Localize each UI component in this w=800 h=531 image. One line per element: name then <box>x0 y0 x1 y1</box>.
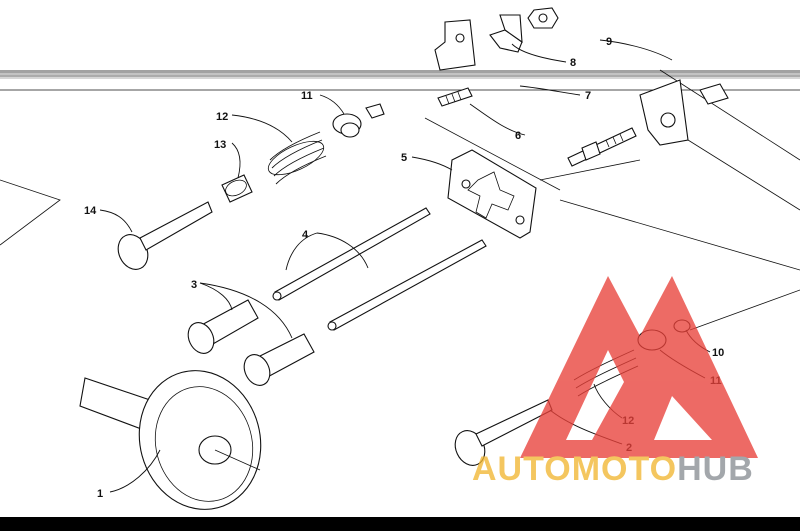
part-1-camshaft <box>79 370 262 510</box>
part-8-adjuster <box>489 14 523 53</box>
part-2-valve <box>454 399 553 466</box>
callout-10: 10 <box>712 347 724 359</box>
rocker-bracket <box>434 19 729 146</box>
callout-1: 1 <box>97 488 103 500</box>
part-11-retainer-upper <box>332 103 385 138</box>
part-7-stud <box>437 87 473 107</box>
callout-6: 6 <box>515 130 521 142</box>
part-9-nut <box>527 7 559 29</box>
scan-noise-band <box>0 70 800 79</box>
callout-11-upper: 11 <box>301 90 313 102</box>
callout-7: 7 <box>585 90 591 102</box>
part-13-seal <box>221 174 253 203</box>
callout-12-upper: 12 <box>216 111 228 123</box>
part-4-pushrods <box>272 207 487 331</box>
svg-text:AUTOMOTOHUB: AUTOMOTOHUB <box>472 450 754 488</box>
watermark-text-hub: HUB <box>677 450 754 488</box>
part-5-plate <box>447 149 537 239</box>
callout-9: 9 <box>606 36 612 48</box>
callout-4: 4 <box>302 229 309 241</box>
callout-14: 14 <box>84 205 97 217</box>
callout-13: 13 <box>214 139 226 151</box>
part-3-tappets <box>187 299 315 386</box>
part-14-valve <box>117 201 213 270</box>
bottom-bar <box>0 517 800 531</box>
engine-outline <box>0 69 800 331</box>
part-12-spring-upper <box>267 131 327 185</box>
watermark-logo: AUTOMOTOHUB <box>472 276 758 488</box>
callout-8: 8 <box>570 57 576 69</box>
watermark-text-auto: AUTO <box>472 450 572 488</box>
part-6-stud <box>567 127 637 167</box>
callout-labels: 1 2 3 4 5 6 7 8 9 10 11 11 12 12 13 14 <box>84 36 724 500</box>
watermark-text-moto: MOTO <box>572 450 677 488</box>
callout-5: 5 <box>401 152 407 164</box>
watermark-triangle-icon <box>520 276 758 458</box>
callout-3: 3 <box>191 279 197 291</box>
